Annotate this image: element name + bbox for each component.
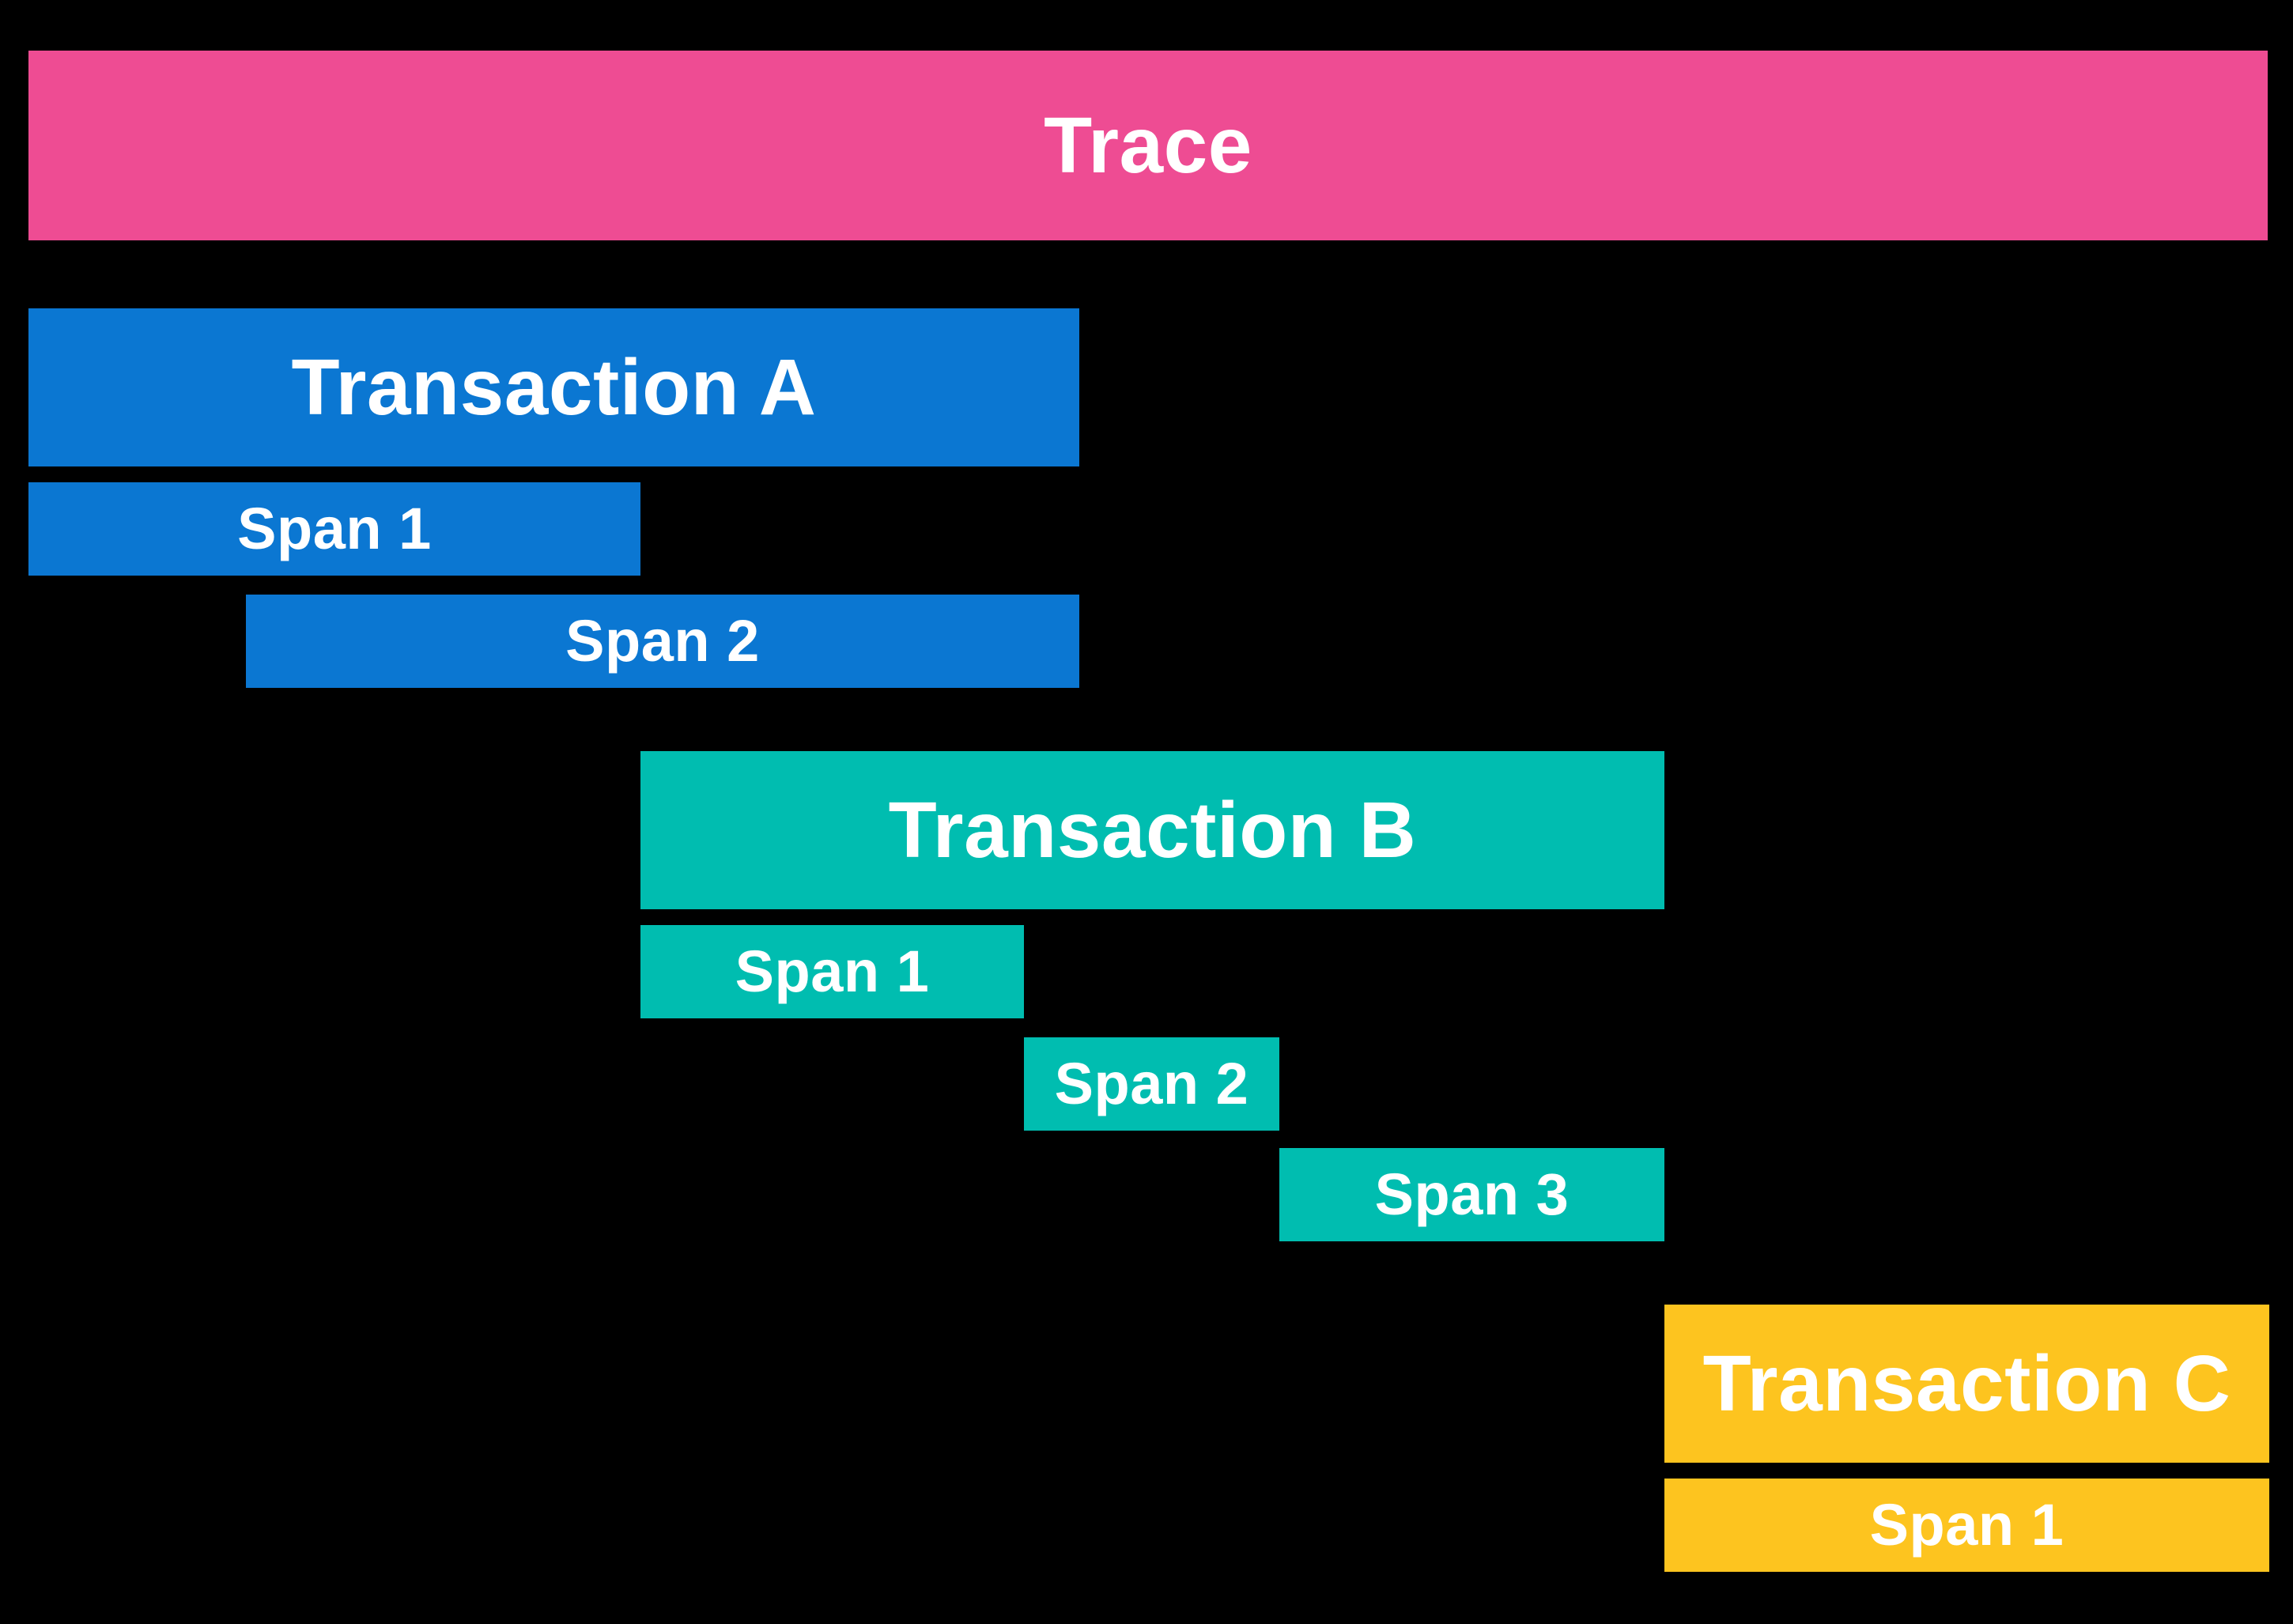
trace-bar: Trace	[28, 51, 2268, 240]
transaction-c-span-1-label: Span 1	[1869, 1492, 2064, 1558]
transaction-b-span-1-bar: Span 1	[640, 925, 1024, 1018]
transaction-a-span-1-bar: Span 1	[28, 482, 640, 576]
transaction-a-label: Transaction A	[291, 343, 817, 432]
transaction-b-span-1-label: Span 1	[735, 939, 930, 1004]
transaction-c-span-1-bar: Span 1	[1664, 1479, 2269, 1572]
transaction-b-bar: Transaction B	[640, 751, 1664, 909]
transaction-a-span-1-label: Span 1	[237, 496, 432, 561]
transaction-b-span-3-label: Span 3	[1374, 1161, 1570, 1227]
transaction-b-span-3-bar: Span 3	[1279, 1148, 1664, 1241]
trace-label: Trace	[1044, 101, 1252, 190]
transaction-b-label: Transaction B	[888, 786, 1417, 874]
transaction-c-label: Transaction C	[1702, 1339, 2231, 1428]
transaction-a-span-2-label: Span 2	[565, 608, 760, 674]
transaction-b-span-2-bar: Span 2	[1024, 1037, 1279, 1131]
transaction-b-span-2-label: Span 2	[1054, 1051, 1249, 1116]
transaction-a-span-2-bar: Span 2	[246, 595, 1079, 688]
transaction-c-bar: Transaction C	[1664, 1305, 2269, 1463]
transaction-a-bar: Transaction A	[28, 308, 1079, 466]
